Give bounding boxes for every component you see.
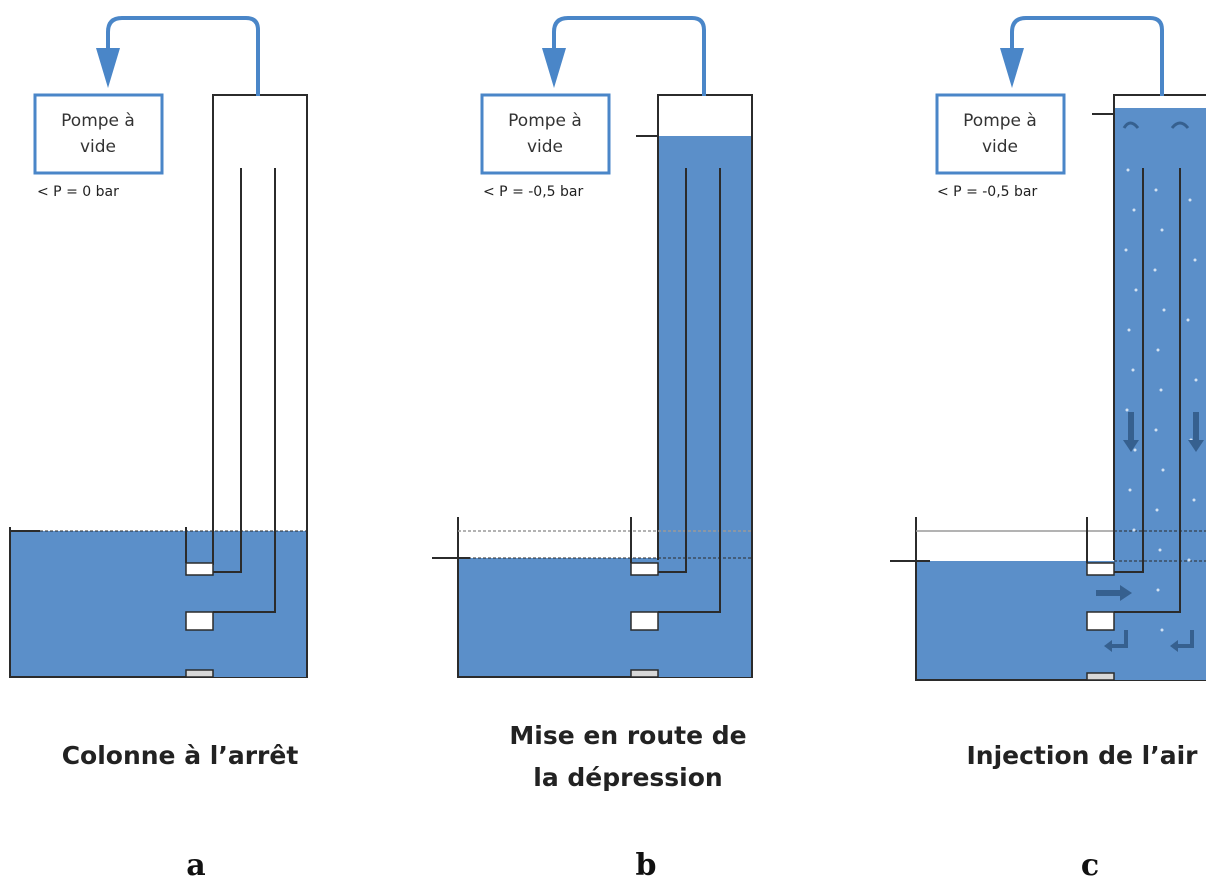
inner-tube-2: [1114, 168, 1181, 613]
opening-upper: [1086, 562, 1115, 576]
suction-arrow: [1000, 16, 1164, 96]
opening-middle: [630, 611, 659, 631]
pump-label-line2: vide: [982, 137, 1018, 157]
opening-lower: [185, 669, 214, 678]
pump-label-line1: Pompe à: [963, 111, 1037, 131]
inner-tube-2: [658, 168, 721, 613]
inner-tube-2: [213, 168, 276, 613]
pump-label-line1: Pompe à: [61, 111, 135, 131]
opening-lower: [1086, 672, 1115, 681]
pump-label-line2: vide: [527, 137, 563, 157]
right-arrow-icon: [1096, 585, 1132, 601]
pressure-label: < P = -0,5 bar: [483, 184, 583, 200]
caption-line1: Injection de l’air: [966, 741, 1198, 770]
panel-letter: b: [636, 848, 657, 883]
panel-c: Pompe à vide < P = -0,5 bar Injection de…: [890, 16, 1206, 883]
opening-upper: [630, 562, 659, 576]
pressure-label: < P = -0,5 bar: [937, 184, 1037, 200]
opening-lower: [630, 669, 659, 678]
opening-middle: [1086, 611, 1115, 631]
pressure-label: < P = 0 bar: [37, 184, 119, 200]
column-water: [213, 531, 307, 677]
opening-middle: [185, 611, 214, 631]
panel-b: Pompe à vide < P = -0,5 bar Mise en rout…: [432, 16, 753, 883]
pump-box: [935, 93, 1066, 175]
curved-arrow-icon: [1104, 630, 1128, 652]
pump-label-line2: vide: [80, 137, 116, 157]
curved-arrow-icon: [1122, 121, 1140, 129]
caption-line2: la dépression: [533, 763, 722, 792]
column-water: [658, 136, 752, 677]
down-arrow-icon: [1188, 412, 1204, 452]
column-outline: [1113, 94, 1206, 560]
caption-line1: Colonne à l’arrêt: [62, 741, 299, 770]
suction-arrow: [542, 16, 706, 96]
panel-letter: c: [1081, 848, 1099, 883]
curved-arrow-icon: [1170, 630, 1194, 652]
opening-upper: [185, 562, 214, 576]
pump-box: [33, 93, 164, 175]
column-water: [1114, 108, 1206, 680]
caption-line1: Mise en route de: [509, 721, 746, 750]
panel-a: Pompe à vide < P = 0 bar Colonne à l’arr…: [9, 16, 308, 883]
suction-arrow: [96, 16, 260, 96]
panel-letter: a: [186, 848, 205, 883]
down-arrow-icon: [1123, 412, 1139, 452]
air-bubbles: [1124, 168, 1198, 632]
pump-box: [480, 93, 611, 175]
flow-arrows: [1096, 121, 1204, 652]
curved-arrow-icon: [1170, 121, 1190, 129]
pump-label-line1: Pompe à: [508, 111, 582, 131]
